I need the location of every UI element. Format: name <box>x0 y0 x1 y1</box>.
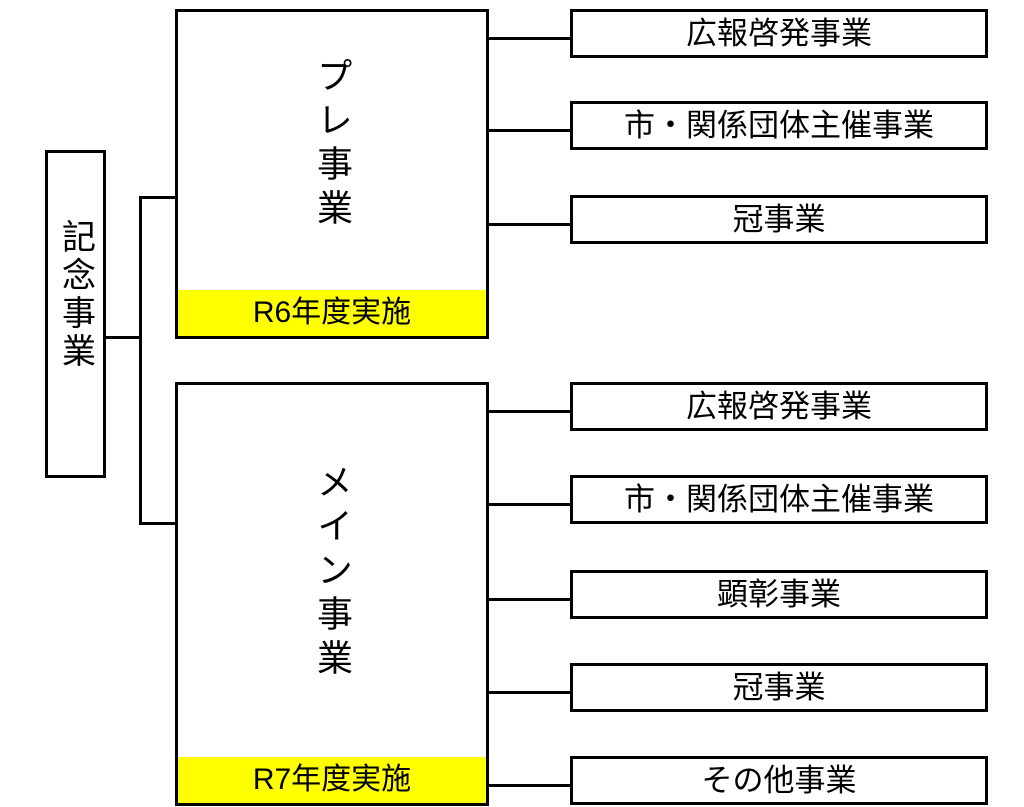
connector <box>139 522 177 525</box>
period-band: R6年度実施 <box>178 290 486 336</box>
sub-item-node: 市・関係団体主催事業 <box>570 475 988 524</box>
sub-item-node: 広報啓発事業 <box>570 9 988 58</box>
connector <box>488 223 572 226</box>
group-label: メイン事業 <box>312 463 353 683</box>
root-node: 記念事業 <box>45 150 106 478</box>
sub-item-node: 顕彰事業 <box>570 570 988 619</box>
connector <box>105 336 141 339</box>
sub-item-node: 広報啓発事業 <box>570 382 988 431</box>
connector <box>488 784 572 787</box>
connector <box>139 196 142 525</box>
sub-item-node: 冠事業 <box>570 195 988 244</box>
connector <box>488 503 572 506</box>
sub-item-node: 市・関係団体主催事業 <box>570 101 988 150</box>
connector <box>488 598 572 601</box>
root-label: 記念事業 <box>56 219 95 371</box>
group-label: プレ事業 <box>312 57 353 233</box>
sub-item-node: 冠事業 <box>570 663 988 712</box>
connector <box>488 410 572 413</box>
connector <box>488 691 572 694</box>
connector <box>488 37 572 40</box>
connector <box>139 196 177 199</box>
period-band: R7年度実施 <box>178 757 486 803</box>
connector <box>488 129 572 132</box>
group-node-main: メイン事業 R7年度実施 <box>175 382 489 806</box>
sub-item-node: その他事業 <box>570 756 988 805</box>
group-node-pre: プレ事業 R6年度実施 <box>175 9 489 339</box>
